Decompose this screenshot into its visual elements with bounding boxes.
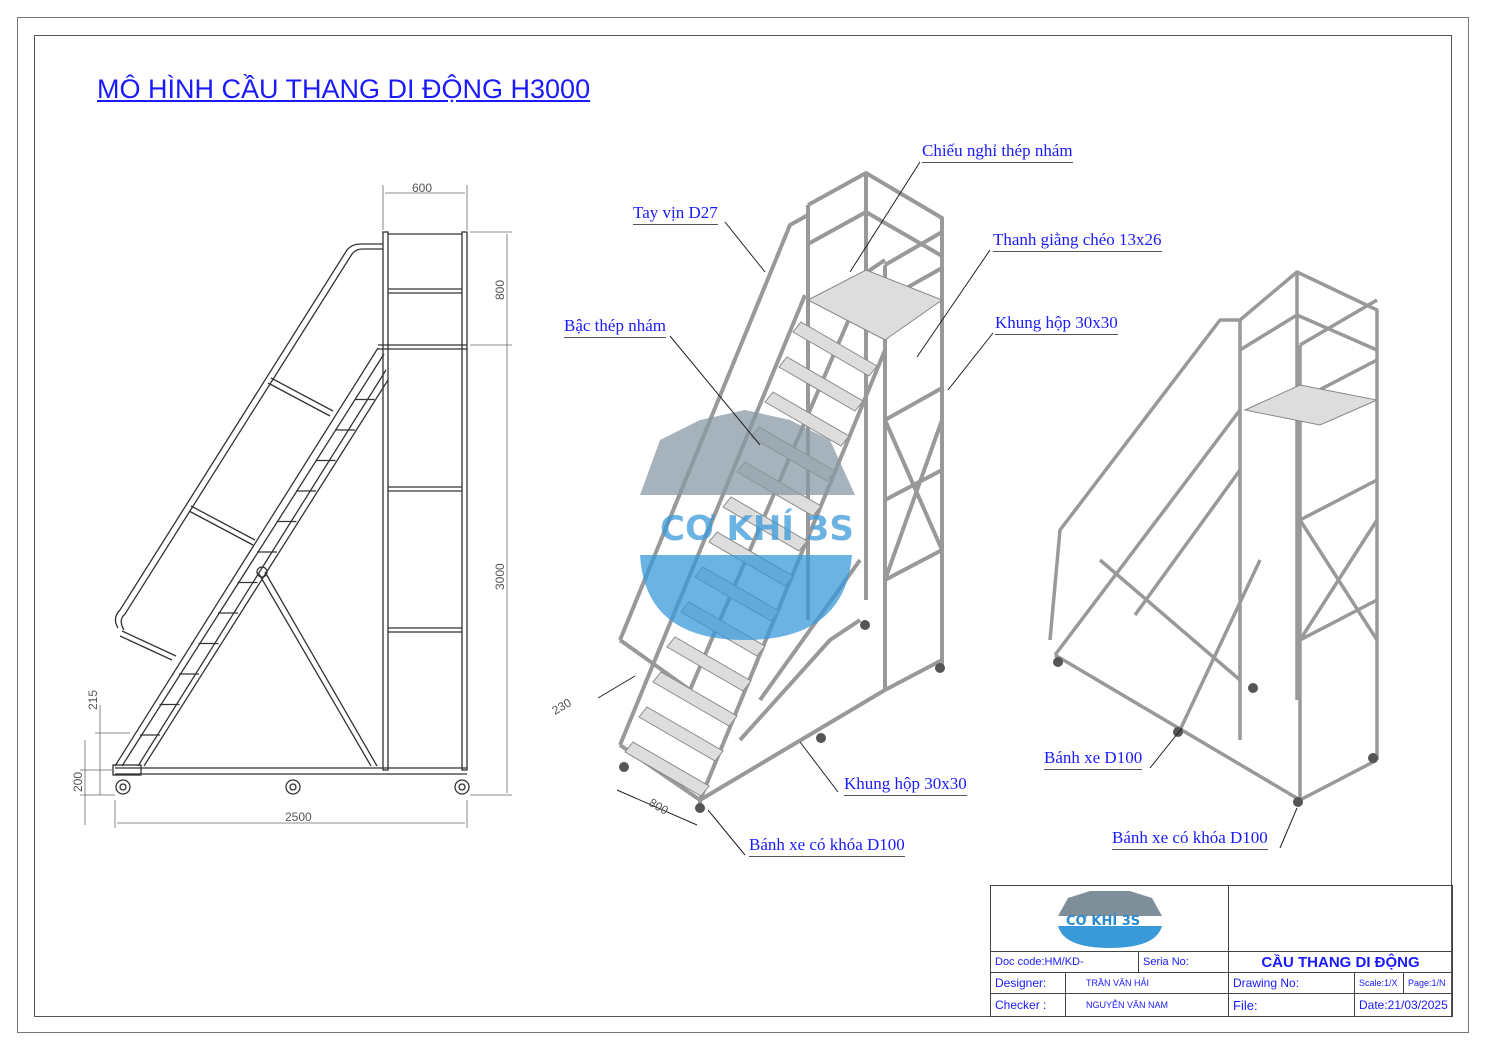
iso-step — [624, 741, 710, 797]
dim-215: 215 — [86, 690, 100, 710]
designer-label: Designer: — [991, 973, 1066, 994]
checker-name: NGUYỄN VĂN NAM — [1066, 994, 1229, 1016]
label-box-frame-bottom: Khung hộp 30x30 — [844, 774, 967, 796]
dim-3000: 3000 — [493, 563, 507, 590]
blank-cell — [1229, 886, 1452, 952]
sheet-inner-border — [34, 35, 1452, 1017]
watermark-logo: CƠ KHÍ 3S — [640, 410, 855, 640]
iso-step — [778, 356, 864, 412]
label-diagonal-brace: Thanh giằng chéo 13x26 — [993, 230, 1162, 252]
label-locking-wheel: Bánh xe có khóa D100 — [749, 835, 905, 857]
file: File: — [1229, 994, 1355, 1016]
scale: Scale:1/X — [1355, 973, 1404, 994]
iso-step — [666, 636, 752, 692]
title-block: CƠ KHÍ 3S Doc code:HM/KD- Seria No: CẦU … — [990, 885, 1453, 1017]
product-name: CẦU THANG DI ĐỘNG — [1229, 952, 1452, 973]
label-locking-wheel-2: Bánh xe có khóa D100 — [1112, 828, 1268, 850]
dim-600: 600 — [412, 181, 432, 195]
iso-step — [722, 496, 808, 552]
iso-step — [764, 391, 850, 447]
label-step: Bậc thép nhám — [564, 316, 666, 338]
drawing-no: Drawing No: — [1229, 973, 1355, 994]
label-handrail: Tay vịn D27 — [633, 203, 718, 225]
doc-code: Doc code:HM/KD- — [991, 952, 1139, 973]
label-wheel: Bánh xe D100 — [1044, 748, 1143, 770]
page: Page:1/N — [1404, 973, 1452, 994]
sheet-outer-border — [17, 17, 1469, 1033]
watermark-text: CƠ KHÍ 3S — [660, 508, 854, 549]
dim-2500: 2500 — [285, 810, 312, 824]
dim-800: 800 — [493, 280, 507, 300]
iso-step — [638, 706, 724, 762]
dim-200: 200 — [71, 772, 85, 792]
label-landing: Chiếu nghỉ thép nhám — [922, 141, 1073, 163]
iso-step — [792, 321, 878, 377]
checker-label: Checker : — [991, 994, 1066, 1016]
logo-cell: CƠ KHÍ 3S — [991, 886, 1229, 952]
iso-step — [652, 671, 738, 727]
label-box-frame-top: Khung hộp 30x30 — [995, 313, 1118, 335]
drawing-title: MÔ HÌNH CẦU THANG DI ĐỘNG H3000 — [97, 74, 591, 104]
date: Date:21/03/2025 — [1359, 998, 1448, 1012]
company-logo: CƠ KHÍ 3S — [1057, 890, 1162, 948]
logo-text: CƠ KHÍ 3S — [1066, 913, 1140, 929]
designer-name: TRẦN VĂN HẢI — [1066, 973, 1229, 994]
seria-no: Seria No: — [1139, 952, 1229, 973]
